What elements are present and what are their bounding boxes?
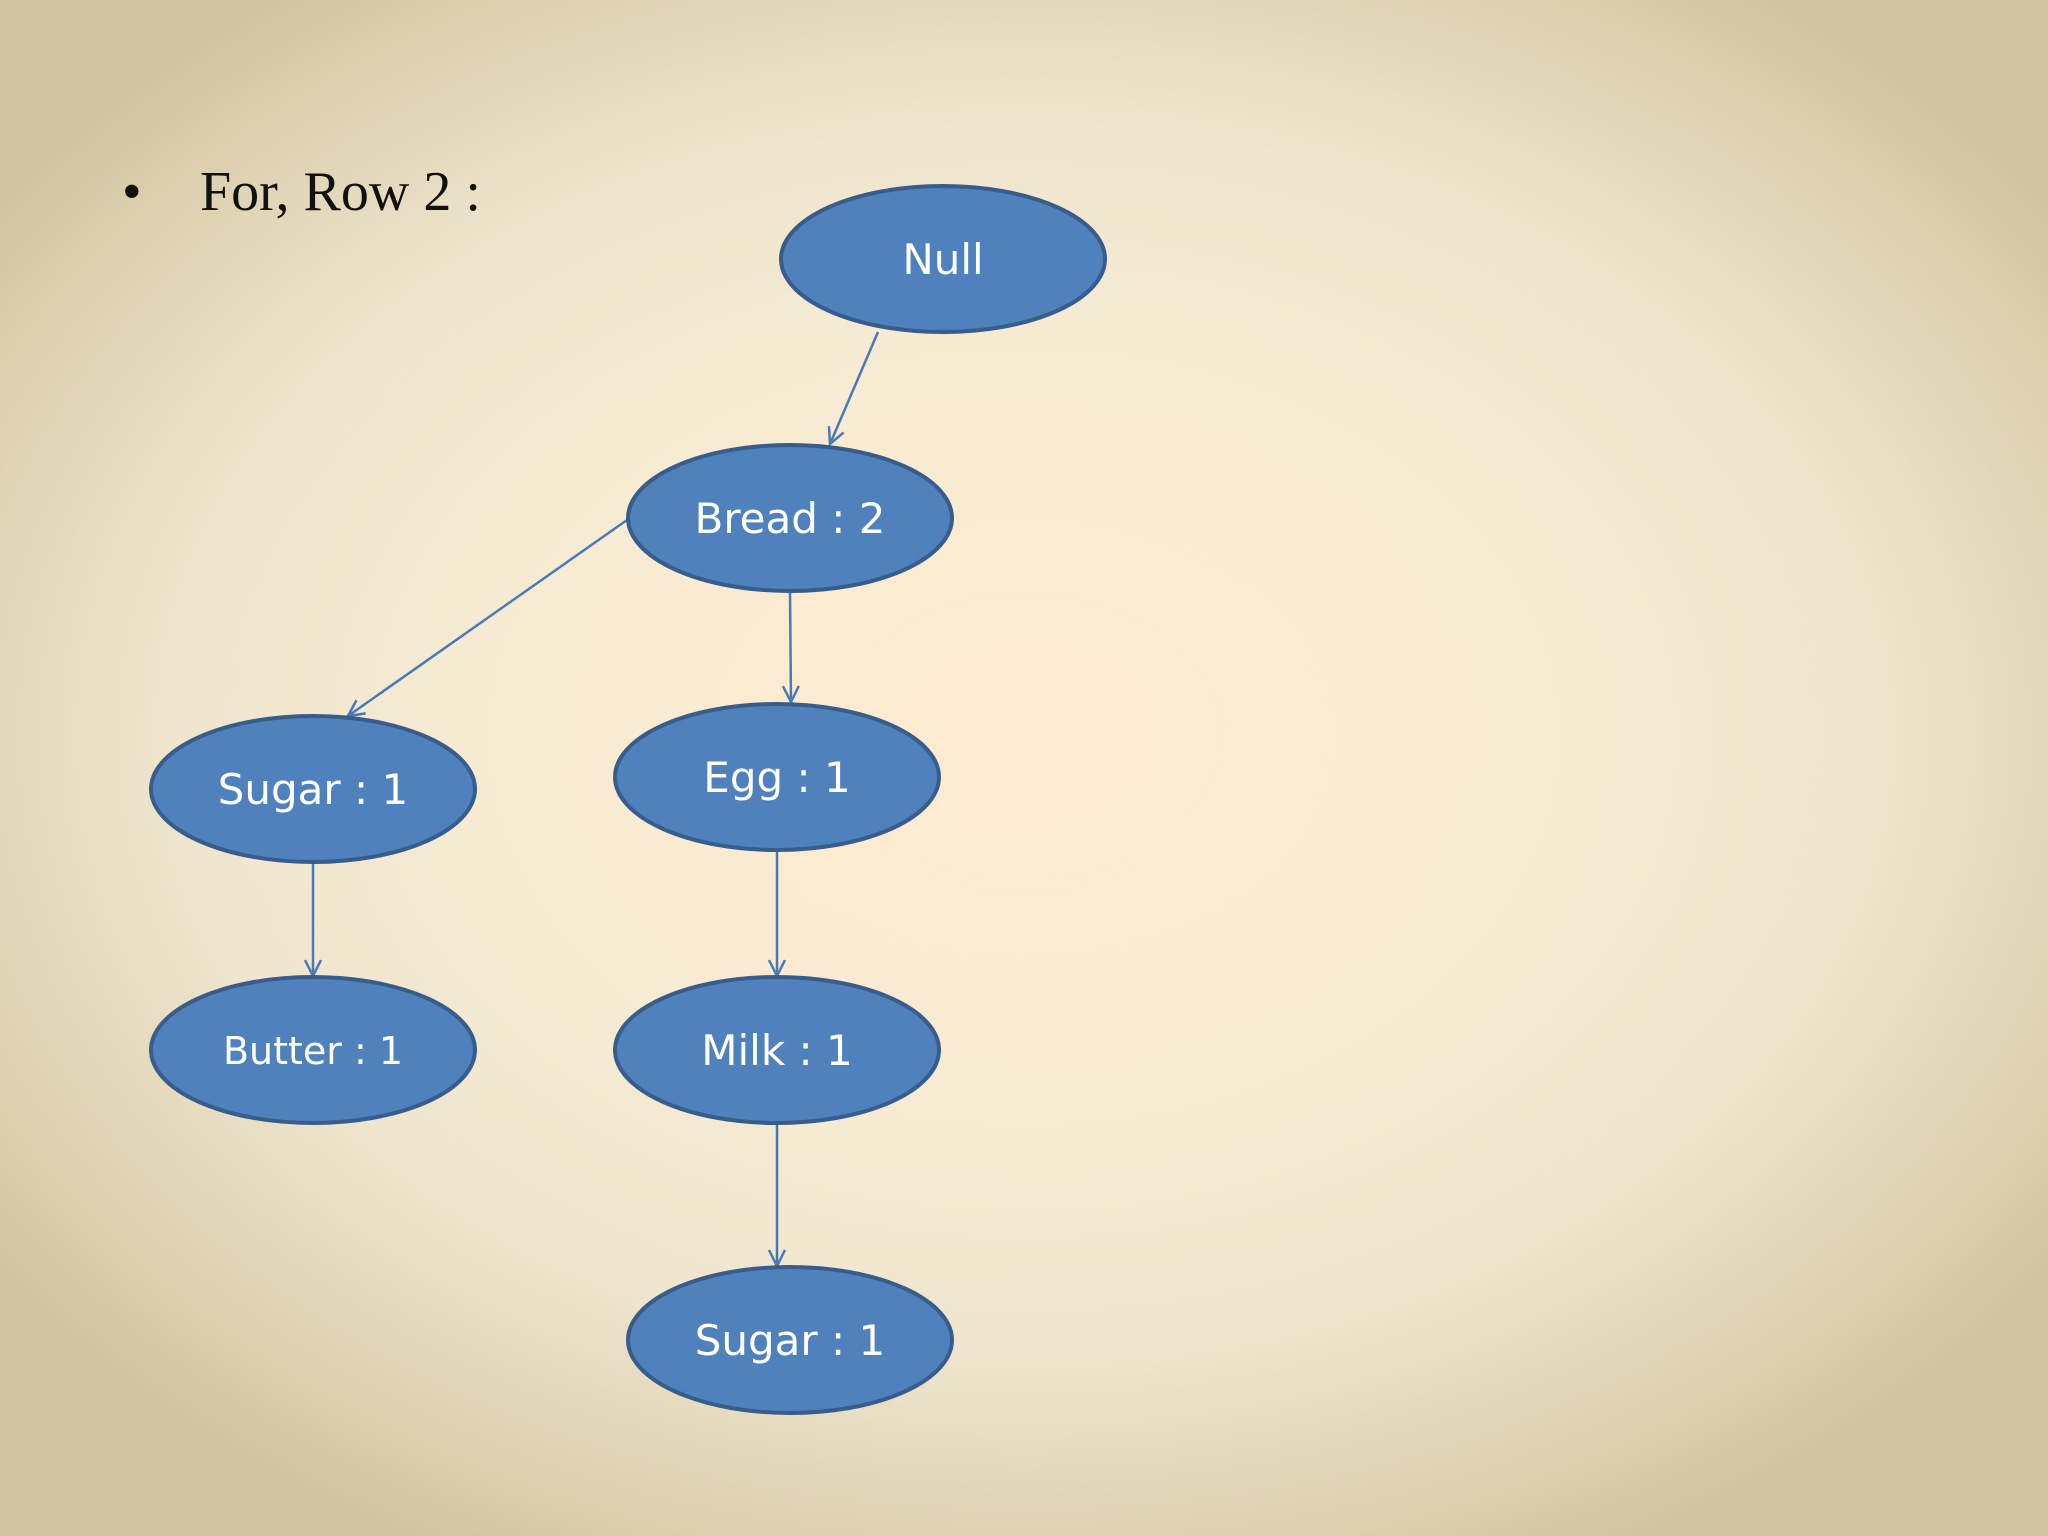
node-sugar-bottom: Sugar : 1 — [626, 1265, 954, 1415]
bullet-marker: • — [122, 161, 142, 223]
node-milk: Milk : 1 — [613, 975, 941, 1125]
edge-null-bread — [830, 331, 880, 444]
edge-bread-egg — [790, 591, 791, 702]
edge-bread-sugar-left — [348, 518, 628, 716]
node-bread: Bread : 2 — [626, 443, 954, 593]
node-label: Bread : 2 — [695, 494, 886, 543]
node-label: Sugar : 1 — [218, 765, 409, 814]
node-label: Null — [902, 235, 983, 284]
node-egg: Egg : 1 — [613, 702, 941, 852]
node-label: Milk : 1 — [701, 1026, 852, 1075]
slide-title: For, Row 2 : — [200, 161, 481, 223]
node-null: Null — [779, 184, 1107, 334]
node-label: Butter : 1 — [223, 1029, 403, 1073]
node-butter: Butter : 1 — [149, 975, 477, 1125]
node-label: Sugar : 1 — [695, 1316, 886, 1365]
node-sugar-left: Sugar : 1 — [149, 714, 477, 864]
node-label: Egg : 1 — [703, 753, 850, 802]
